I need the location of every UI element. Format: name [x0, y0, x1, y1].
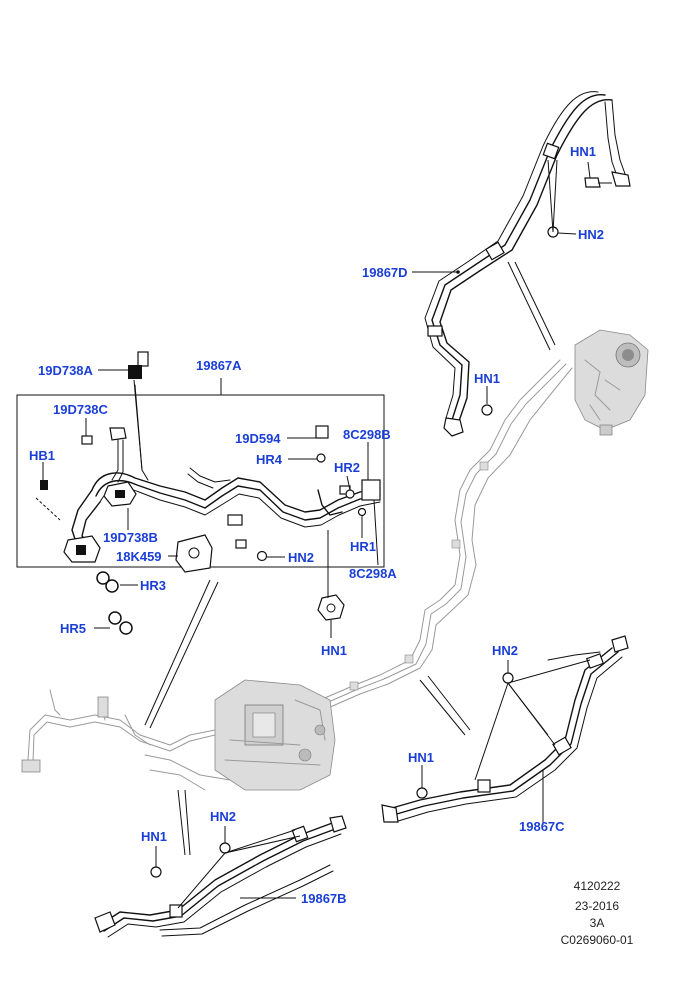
reference-line-1: 4120222 [574, 879, 621, 893]
label-19867B: 19867B [301, 891, 347, 906]
orings-hr3 [96, 571, 138, 593]
valve-8C298B [361, 442, 381, 501]
label-hn1-box: HN1 [321, 643, 347, 658]
background-assembly-ghost [21, 329, 649, 791]
nut-hn2-top [547, 159, 577, 238]
label-hn2-box: HN2 [288, 550, 314, 565]
nut-hn1-right [416, 765, 428, 799]
label-18K459: 18K459 [116, 549, 162, 564]
reference-line-4: C0269060-01 [561, 933, 634, 947]
nut-hn1-mid [481, 386, 493, 416]
label-hb1: HB1 [29, 448, 55, 463]
label-19D738C: 19D738C [53, 402, 109, 417]
nut-hn2-box [256, 550, 285, 562]
label-19867C: 19867C [519, 819, 565, 834]
label-19D738B: 19D738B [103, 530, 158, 545]
label-hr1: HR1 [350, 539, 376, 554]
label-8C298B: 8C298B [343, 427, 391, 442]
nut-hn1-box [317, 530, 345, 638]
label-hn2-top: HN2 [578, 227, 604, 242]
nut-hn1-bottom [150, 846, 162, 878]
label-19867D: 19867D [362, 265, 408, 280]
callout-labels: HN1 HN2 19867D HN1 19D738A 19867A 19D738… [29, 144, 604, 906]
reference-line-3: 3A [590, 916, 605, 930]
label-hn2-right: HN2 [492, 643, 518, 658]
switch-19D738C [81, 418, 127, 445]
label-hr3: HR3 [140, 578, 166, 593]
seal-hr4 [288, 453, 326, 463]
label-hn1-mid: HN1 [474, 371, 500, 386]
pipe-assembly-19867B [94, 815, 347, 938]
seal-hr1 [357, 507, 367, 538]
pipe-assembly-19867D [424, 91, 631, 437]
label-hn2-bottom: HN2 [210, 809, 236, 824]
seal-hr2 [345, 475, 355, 499]
label-hn1-bottom: HN1 [141, 829, 167, 844]
label-hr4: HR4 [256, 452, 283, 467]
bolt-hb1 [35, 462, 61, 521]
label-19867A: 19867A [196, 358, 242, 373]
label-hr2: HR2 [334, 460, 360, 475]
sensor-19D594 [287, 425, 329, 439]
label-hn1-top: HN1 [570, 144, 596, 159]
label-19D738A: 19D738A [38, 363, 94, 378]
reference-block: 4120222 23-2016 3A C0269060-01 [561, 879, 634, 947]
nut-hn2-bottom [177, 826, 301, 909]
orings-hr5 [94, 611, 133, 635]
valve-8C298A [373, 499, 379, 566]
label-19D594: 19D594 [235, 431, 281, 446]
label-8C298A: 8C298A [349, 566, 397, 581]
clip-hn1-top [584, 161, 612, 188]
pipe-assembly-19867C [381, 635, 629, 825]
nut-hn2-right [474, 659, 591, 781]
label-hn1-right: HN1 [408, 750, 434, 765]
pipe-assembly-19867A [63, 384, 381, 563]
label-hr5: HR5 [60, 621, 86, 636]
switch-19D738A [98, 351, 149, 471]
reference-line-2: 23-2016 [575, 899, 619, 913]
mount-18K459 [168, 534, 213, 573]
